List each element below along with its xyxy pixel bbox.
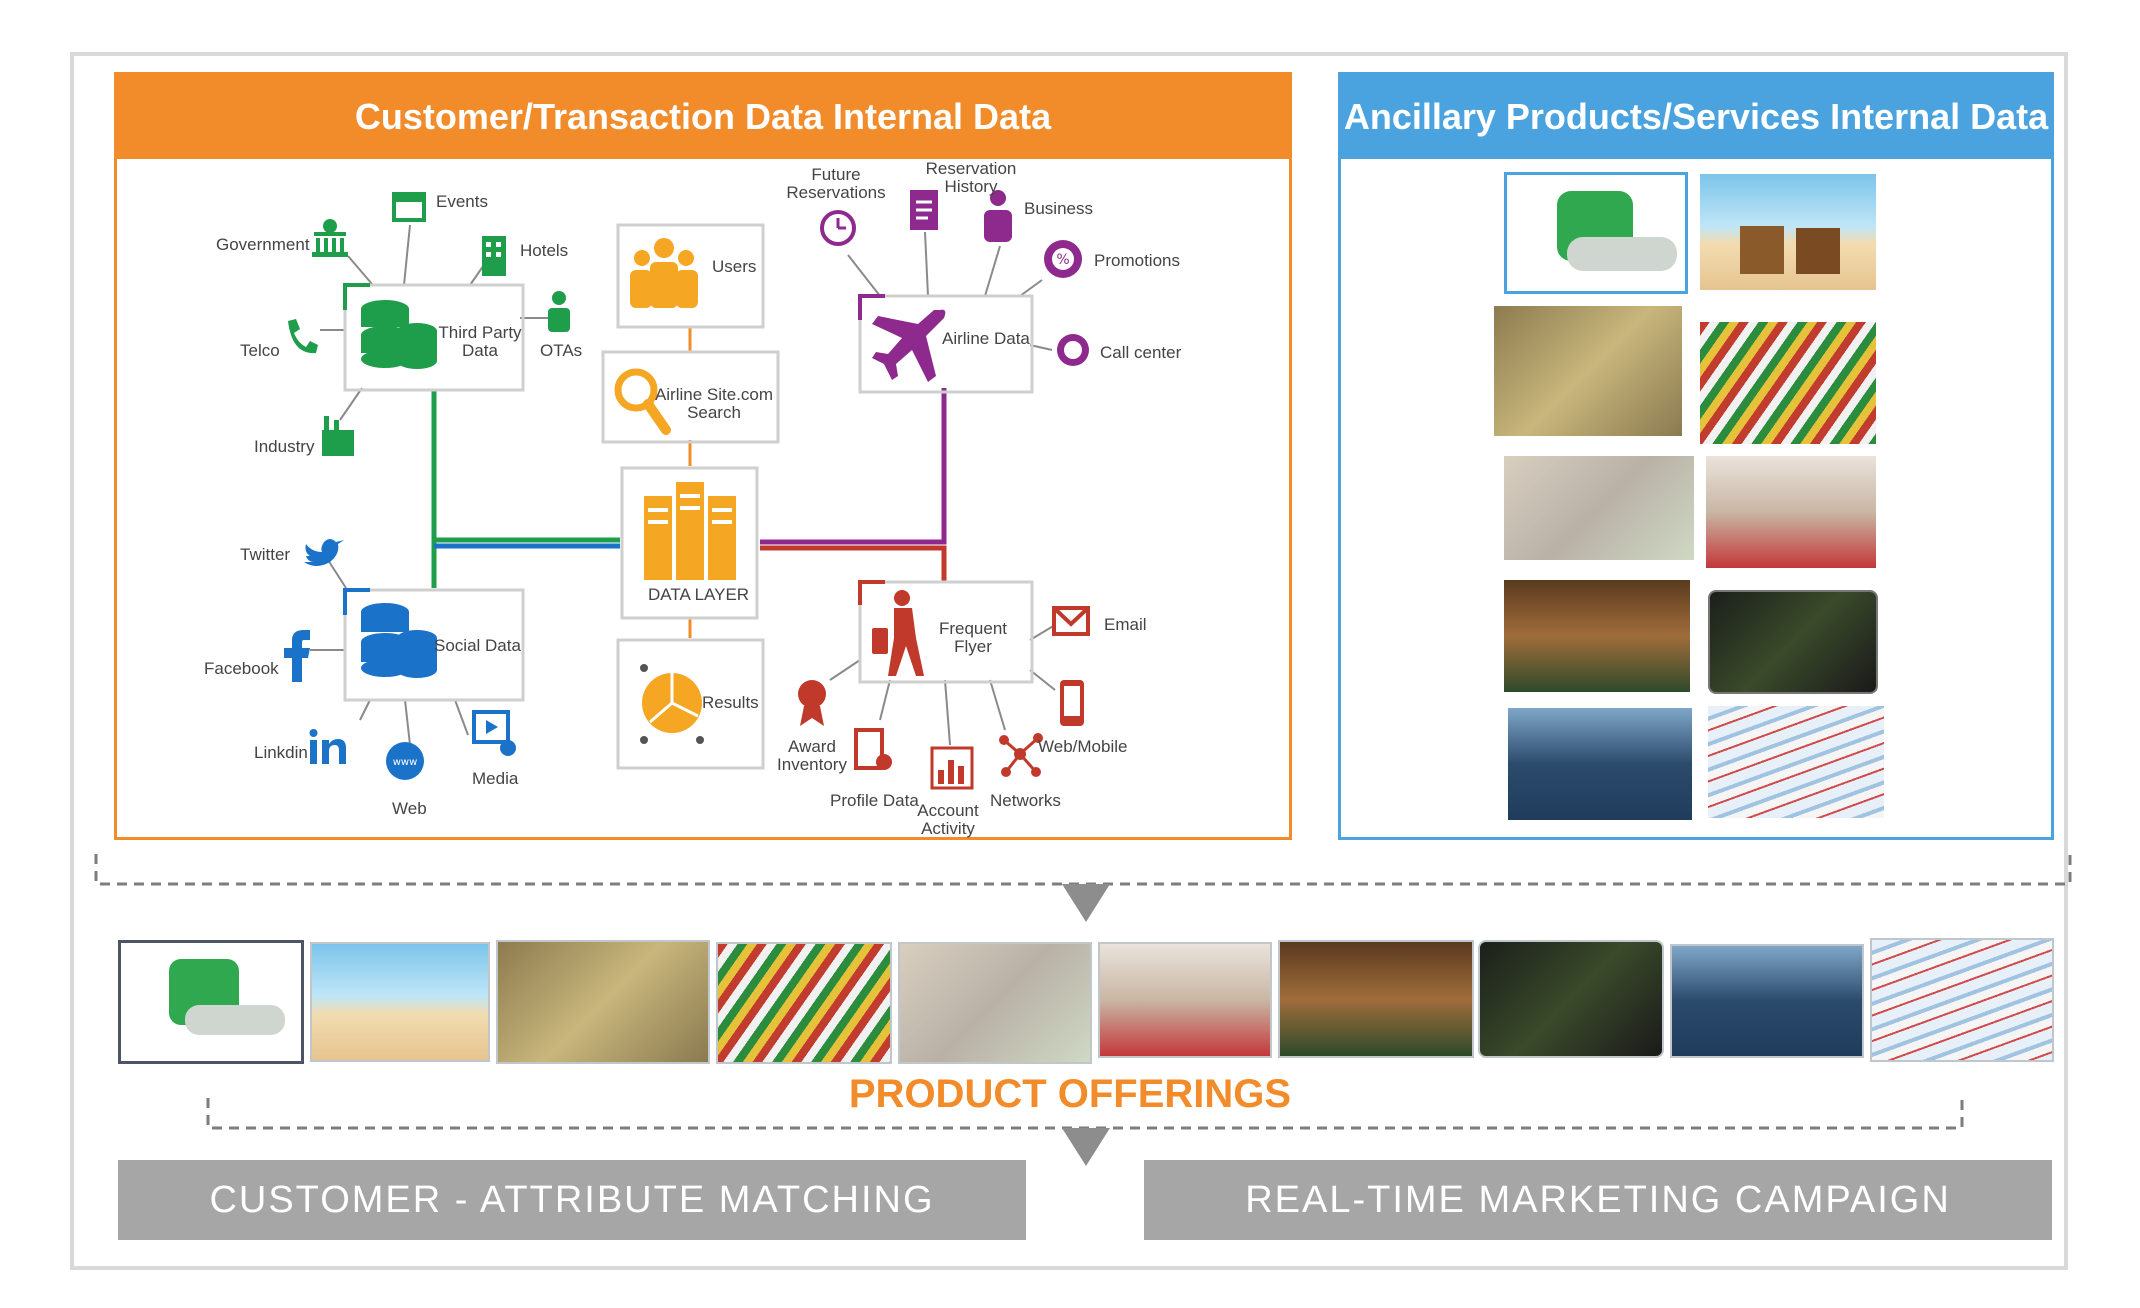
web-globe-icon: www xyxy=(386,742,424,780)
media-label: Media xyxy=(472,769,519,788)
membership-card-black-image xyxy=(1708,590,1878,694)
offering-dining-image xyxy=(1278,940,1474,1058)
frequent-flyer-label: Frequent Flyer xyxy=(938,619,1008,656)
account-activity-label: Account Activity xyxy=(917,801,979,838)
offering-beach-image xyxy=(310,942,490,1062)
real-time-marketing-campaign-bar: REAL-TIME MARKETING CAMPAIGN xyxy=(1144,1160,2052,1240)
outer-frame xyxy=(70,52,2068,1270)
server-rack-icon xyxy=(644,482,736,580)
email-envelope-icon xyxy=(1052,606,1090,636)
airplane-icon xyxy=(872,309,946,382)
linkedin-icon xyxy=(309,729,346,764)
award-ribbon-icon xyxy=(798,680,826,726)
ota-agent-icon xyxy=(548,291,570,332)
government-building-icon xyxy=(312,219,348,257)
offering-car-rental-image xyxy=(118,940,304,1064)
promotions-badge-icon: % xyxy=(1044,240,1082,278)
business-label: Business xyxy=(1024,199,1093,218)
customer-transaction-title: Customer/Transaction Data Internal Data xyxy=(117,75,1289,159)
svg-text:%: % xyxy=(1056,252,1069,268)
newspapers-magazines-image xyxy=(1700,322,1876,444)
email-label: Email xyxy=(1104,615,1147,634)
offering-credit-card-image xyxy=(496,940,710,1064)
customer-attribute-matching-bar: CUSTOMER - ATTRIBUTE MATCHING xyxy=(118,1160,1026,1240)
offering-airplane-fleet-image xyxy=(1870,938,2054,1062)
award-inventory-label: Award Inventory xyxy=(777,737,847,774)
profile-data-document-icon xyxy=(854,728,892,770)
facebook-label: Facebook xyxy=(204,659,279,678)
networks-nodes-icon xyxy=(999,733,1043,777)
third-party-data-label: Third Party Data xyxy=(438,323,522,360)
offering-hotel-pool-image xyxy=(1670,944,1864,1058)
twitter-label: Twitter xyxy=(240,545,291,564)
airplane-fleet-image xyxy=(1708,706,1884,818)
call-center-headset-icon xyxy=(1057,334,1089,366)
offering-currency-image xyxy=(898,942,1092,1064)
airline-site-search-label: Airline Site.com Search xyxy=(654,385,774,422)
credit-card-gold-image xyxy=(1494,306,1682,436)
web-mobile-phone-icon xyxy=(1060,680,1084,726)
networks-label: Networks xyxy=(990,791,1061,810)
linkedin-label: Linkdin xyxy=(254,743,308,762)
database-green-icon xyxy=(361,300,437,369)
promotions-label: Promotions xyxy=(1094,251,1180,270)
otas-label: OTAs xyxy=(540,341,583,360)
users-group-icon xyxy=(630,238,698,308)
account-activity-chart-icon xyxy=(930,746,974,790)
beach-vacation-image xyxy=(1700,174,1876,290)
future-reservations-label: Future Reservations xyxy=(786,165,886,202)
events-label: Events xyxy=(436,192,488,211)
frequent-flyer-traveler-icon xyxy=(872,590,924,676)
future-reservations-clock-icon xyxy=(820,210,856,246)
industry-label: Industry xyxy=(254,437,315,456)
profile-data-label: Profile Data xyxy=(830,791,919,810)
offering-newspapers-image xyxy=(716,942,892,1064)
factory-icon xyxy=(322,416,354,456)
media-player-icon xyxy=(472,710,516,756)
ancillary-products-title: Ancillary Products/Services Internal Dat… xyxy=(1341,75,2051,159)
offering-lounge-image xyxy=(1098,942,1272,1058)
results-label: Results xyxy=(702,693,759,712)
reservation-history-label: Reservation History xyxy=(925,159,1017,196)
hotel-pool-image xyxy=(1508,708,1692,820)
telephone-icon xyxy=(288,319,318,354)
search-magnifier-icon xyxy=(614,368,671,435)
web-mobile-label: Web/Mobile xyxy=(1038,737,1128,756)
car-rental-image xyxy=(1504,172,1688,294)
web-label: Web xyxy=(392,799,427,818)
calendar-icon xyxy=(392,192,426,222)
dining-experience-image xyxy=(1504,580,1690,692)
users-label: Users xyxy=(712,257,757,276)
reservation-history-clipboard-icon xyxy=(910,190,938,230)
database-blue-icon xyxy=(361,603,437,678)
customer-transaction-panel: Customer/Transaction Data Internal Data xyxy=(114,72,1292,840)
hotel-icon xyxy=(482,236,506,276)
government-label: Government xyxy=(216,235,310,254)
results-pie-icon xyxy=(640,664,704,744)
business-person-icon xyxy=(984,190,1012,242)
data-layer-label: DATA LAYER xyxy=(648,585,750,604)
social-data-label: Social Data xyxy=(434,636,521,655)
airline-data-label: Airline Data xyxy=(942,329,1030,348)
airport-lounge-image xyxy=(1706,456,1876,568)
svg-text:www: www xyxy=(393,757,418,768)
telco-label: Telco xyxy=(240,341,280,360)
facebook-icon xyxy=(284,630,310,682)
call-center-label: Call center xyxy=(1100,343,1182,362)
offering-membership-card-image xyxy=(1478,940,1664,1058)
currency-exchange-image xyxy=(1504,456,1694,560)
hotels-label: Hotels xyxy=(520,241,569,260)
twitter-bird-icon xyxy=(304,539,344,566)
ancillary-products-panel: Ancillary Products/Services Internal Dat… xyxy=(1338,72,2054,840)
product-offerings-label: PRODUCT OFFERINGS xyxy=(848,1072,1292,1116)
